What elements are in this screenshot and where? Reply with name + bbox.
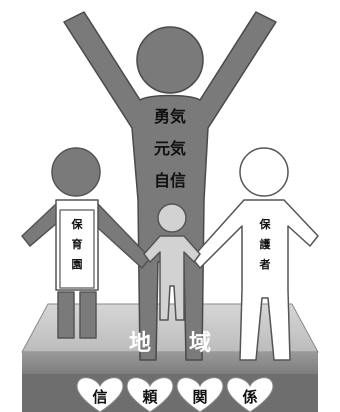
left-figure-bib bbox=[59, 209, 95, 289]
right-figure-body bbox=[191, 199, 319, 361]
heart-3-label: 関 bbox=[192, 388, 207, 406]
big-figure-label-3: 自信 bbox=[154, 171, 186, 190]
right-figure-label-1: 保 bbox=[259, 217, 272, 231]
child-figure bbox=[143, 203, 201, 321]
left-figure-label-2: 育 bbox=[72, 237, 83, 251]
platform-label-iki: 域 bbox=[189, 330, 211, 356]
left-figure-label-3: 園 bbox=[72, 258, 83, 271]
heart-2: 頼 bbox=[126, 377, 174, 412]
heart-1-label: 信 bbox=[92, 388, 107, 406]
left-figure-head bbox=[51, 147, 101, 197]
big-figure bbox=[63, 11, 277, 361]
heart-4-label: 係 bbox=[242, 388, 257, 406]
right-figure-label-2: 護 bbox=[260, 237, 272, 251]
big-figure-label-1: 勇気 bbox=[154, 107, 186, 126]
left-figure bbox=[21, 147, 151, 339]
left-figure-label-1: 保 bbox=[71, 217, 84, 231]
heart-2-label: 頼 bbox=[141, 388, 158, 406]
big-figure-body bbox=[63, 11, 277, 361]
big-figure-head bbox=[136, 26, 204, 94]
right-figure bbox=[191, 147, 319, 361]
left-figure-leg-right bbox=[79, 291, 97, 339]
heart-4: 係 bbox=[226, 377, 274, 412]
child-figure-head bbox=[157, 203, 187, 233]
heart-3: 関 bbox=[176, 377, 224, 412]
platform-label-chi: 地 bbox=[129, 331, 151, 356]
hearts-row: 信 頼 関 係 bbox=[76, 377, 274, 412]
left-figure-arm-left bbox=[21, 203, 59, 247]
left-figure-leg-left bbox=[57, 291, 75, 339]
child-figure-body bbox=[143, 235, 201, 321]
big-figure-label-2: 元気 bbox=[154, 139, 186, 158]
right-figure-head bbox=[239, 147, 289, 197]
heart-1: 信 bbox=[76, 377, 124, 412]
right-figure-label-3: 者 bbox=[259, 257, 271, 271]
